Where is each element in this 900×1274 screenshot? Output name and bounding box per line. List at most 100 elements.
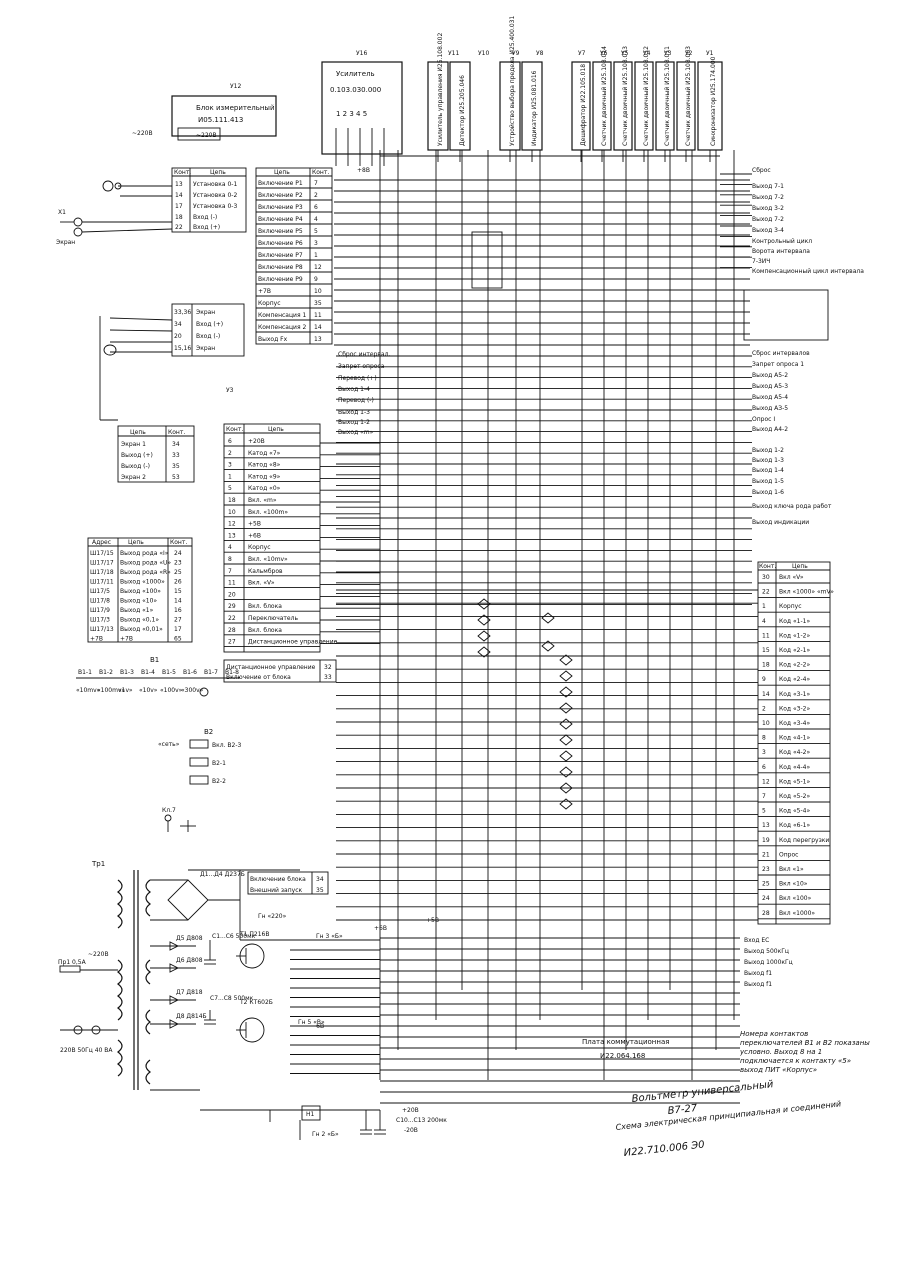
bottom-right-signal-label: Выход f1 <box>744 981 772 988</box>
mains-label: ~220В <box>88 951 109 958</box>
dist-chain: Дистанционное управление <box>226 664 316 671</box>
module-label: Детектор И25.205.046 <box>459 75 466 146</box>
code-pin: 12 <box>762 778 770 785</box>
u3l-pin: 34 <box>172 441 180 448</box>
adres-pin: 24 <box>174 550 182 557</box>
code-chain: Вкл «1» <box>779 866 804 873</box>
right-signal-label: Выход 3-2 <box>752 205 784 212</box>
u3-chain: Вкл. блока <box>248 603 282 610</box>
b1-range-label: «1v» <box>118 687 133 694</box>
b1-position: В1-2 <box>99 669 113 676</box>
relay-contact <box>559 654 573 666</box>
adres-chain: +7В <box>120 636 133 643</box>
module-tag: У2 <box>685 50 693 57</box>
code-pin: 5 <box>762 808 766 815</box>
note-text: Номера контактов переключателей В1 и В2 … <box>740 1030 870 1074</box>
right-signal-label: Сброс интервалов <box>752 350 810 357</box>
right-signal-label: Выход 7-1 <box>752 183 784 190</box>
b2-item: Вкл. В2-3 <box>212 742 241 749</box>
right-signal-label: Опрос I <box>752 416 775 423</box>
right-signal-label: Выход 1-3 <box>752 457 784 464</box>
ekran-pin: 20 <box>174 333 182 340</box>
right-signal-label: Выход 1-6 <box>752 489 784 496</box>
code-pin: 28 <box>762 910 770 917</box>
module-label: Синхронизатор И25.174.000 <box>710 56 717 146</box>
module-label: Счетчик двоичный И25.108.012 <box>643 46 650 146</box>
mains-spec: 220В 50Гц 40 ВА <box>60 1047 113 1054</box>
adres-chain: Выход «0,01» <box>120 626 163 633</box>
amplifier-block: У16 Усилитель 0.103.030.000 1 2 3 4 5 +8… <box>321 50 403 174</box>
code-chain: Код перегрузки <box>779 837 829 844</box>
code-pin: 1 <box>762 603 766 610</box>
right-signal-label: Выход ключа рода работ <box>752 503 832 510</box>
left-conn-pin: 18 <box>175 214 183 221</box>
adres-chain: Выход «1000» <box>120 579 165 586</box>
code-pin: 9 <box>762 676 766 683</box>
vkl-pin: 7 <box>314 180 318 187</box>
b1-position: В1-7 <box>204 669 218 676</box>
adres-pin: 14 <box>174 598 182 605</box>
b1-range-label: «10v» <box>139 687 158 694</box>
adres-chain: Выход рода «U» <box>120 560 171 567</box>
u3-chain: Переключатель <box>248 615 298 622</box>
code-pin: 18 <box>762 662 770 669</box>
b1-position: В1-8 <box>225 669 239 676</box>
adres-pin: 16 <box>174 607 182 614</box>
u3-pin: 22 <box>228 615 236 622</box>
relay-contact <box>559 782 573 794</box>
title-code: И22.710.006 Э0 <box>623 1140 705 1159</box>
adres-pin: 26 <box>174 579 182 586</box>
code-chain: Код «4-2» <box>779 749 810 756</box>
vkl-chain: Включение Р3 <box>258 204 303 211</box>
module-tag: У1 <box>706 50 714 57</box>
logic-chip <box>471 231 503 289</box>
vkl-head-chain: Цепь <box>274 169 290 176</box>
module-label: Счетчик двоичный И25.108.013 <box>622 46 629 146</box>
vkl-chain: Включение Р2 <box>258 192 303 199</box>
cap-label: С10...С13 200мк <box>396 1117 447 1124</box>
dist-chain: Включение от блока <box>226 674 291 681</box>
ekran-chain: Вход (-) <box>196 333 220 340</box>
power-label: Включение блока <box>250 876 306 883</box>
code-pin: 11 <box>762 632 770 639</box>
right-signal-label: Выход 1-2 <box>752 447 784 454</box>
code-chain: Код «1-1» <box>779 618 810 625</box>
adres-chain: Выход «0,1» <box>120 617 159 624</box>
module-tag: У6 <box>600 50 608 57</box>
code-chain: Код «2-4» <box>779 676 810 683</box>
right-signal-label: Выход 3-4 <box>752 227 784 234</box>
u12-code: И05.111.413 <box>198 116 243 124</box>
u3l-head-cont: Конт. <box>168 429 185 436</box>
vkl-pin: 14 <box>314 324 322 331</box>
ekran-chain: Вход (+) <box>196 321 223 328</box>
code-chain: Вкл «100» <box>779 895 812 902</box>
amplifier-code: 0.103.030.000 <box>330 86 381 94</box>
adres-chain: Выход «10» <box>120 598 157 605</box>
u3-pin: 8 <box>228 556 232 563</box>
code-pin: 24 <box>762 895 770 902</box>
bottom-right-signal-label: Выход 1000кГц <box>744 959 793 966</box>
module-tag: У10 <box>478 50 489 57</box>
u3-pin: 2 <box>228 450 232 457</box>
ground-kl7: Кл.7 <box>162 807 196 832</box>
right-signal-label: Сброс <box>752 167 771 174</box>
u3-chain: Катод «7» <box>248 450 281 457</box>
vkl-chain: +7В <box>258 288 271 295</box>
rail-label: -20В <box>404 1127 418 1134</box>
plate-name: Плата коммутационная <box>582 1038 669 1046</box>
vkl-chain: Компенсация 2 <box>258 324 306 331</box>
relay-contact <box>559 670 573 682</box>
bottom-right-signal-label: Вход ЕС <box>744 937 769 944</box>
jack-label: Гн 5 «В» <box>298 1019 325 1026</box>
code-head-chain: Цепь <box>792 563 808 570</box>
relay-contact <box>477 630 491 642</box>
code-pin: 4 <box>762 618 766 625</box>
u3l-chain: Выход (+) <box>121 452 153 459</box>
relay-contact <box>559 798 573 810</box>
u3-chain: Вкл. «100m» <box>248 509 288 516</box>
u3-chain: +5В <box>248 521 261 528</box>
diode-label: Д8 Д814Б <box>176 1013 207 1020</box>
vkl-chain: Включение Р7 <box>258 252 303 259</box>
u3-chain: Вкл. «10mv» <box>248 556 288 563</box>
